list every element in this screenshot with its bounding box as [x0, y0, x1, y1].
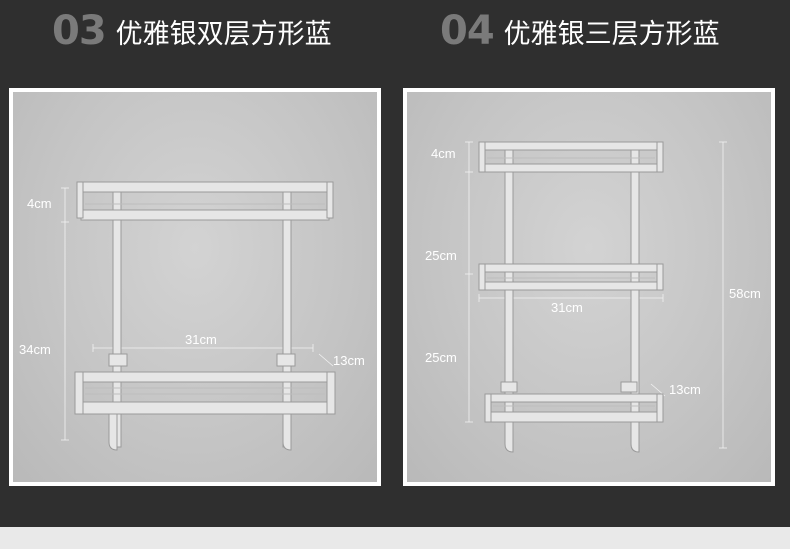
product-title-03: 03 优雅银双层方形蓝 [52, 8, 332, 54]
dim-depth: 13cm [669, 382, 701, 397]
dim-top-tier: 4cm [431, 146, 456, 161]
product-number: 03 [52, 8, 107, 54]
bottom-strip [0, 527, 790, 549]
dim-gap-upper: 25cm [425, 248, 457, 263]
dim-top-tier: 4cm [27, 196, 52, 211]
dim-depth: 13cm [333, 353, 365, 368]
product-name: 优雅银三层方形蓝 [503, 18, 720, 50]
product-photo-three-tier: 4cm 25cm 31cm 25cm 13cm 58cm [403, 88, 775, 486]
product-number: 04 [440, 8, 495, 54]
two-tier-shelf-illustration [61, 181, 336, 451]
product-photo-two-tier: 4cm 34cm 31cm 13cm [9, 88, 381, 486]
dim-height: 34cm [19, 342, 51, 357]
dim-gap-lower: 25cm [425, 350, 457, 365]
product-title-04: 04 优雅银三层方形蓝 [440, 8, 720, 54]
product-name: 优雅银双层方形蓝 [115, 18, 332, 50]
dim-width: 31cm [551, 300, 583, 315]
photo-area: 4cm 25cm 31cm 25cm 13cm 58cm [407, 92, 771, 482]
dim-height: 58cm [729, 286, 761, 301]
photo-area: 4cm 34cm 31cm 13cm [13, 92, 377, 482]
dim-width: 31cm [185, 332, 217, 347]
three-tier-shelf-illustration [465, 141, 727, 453]
